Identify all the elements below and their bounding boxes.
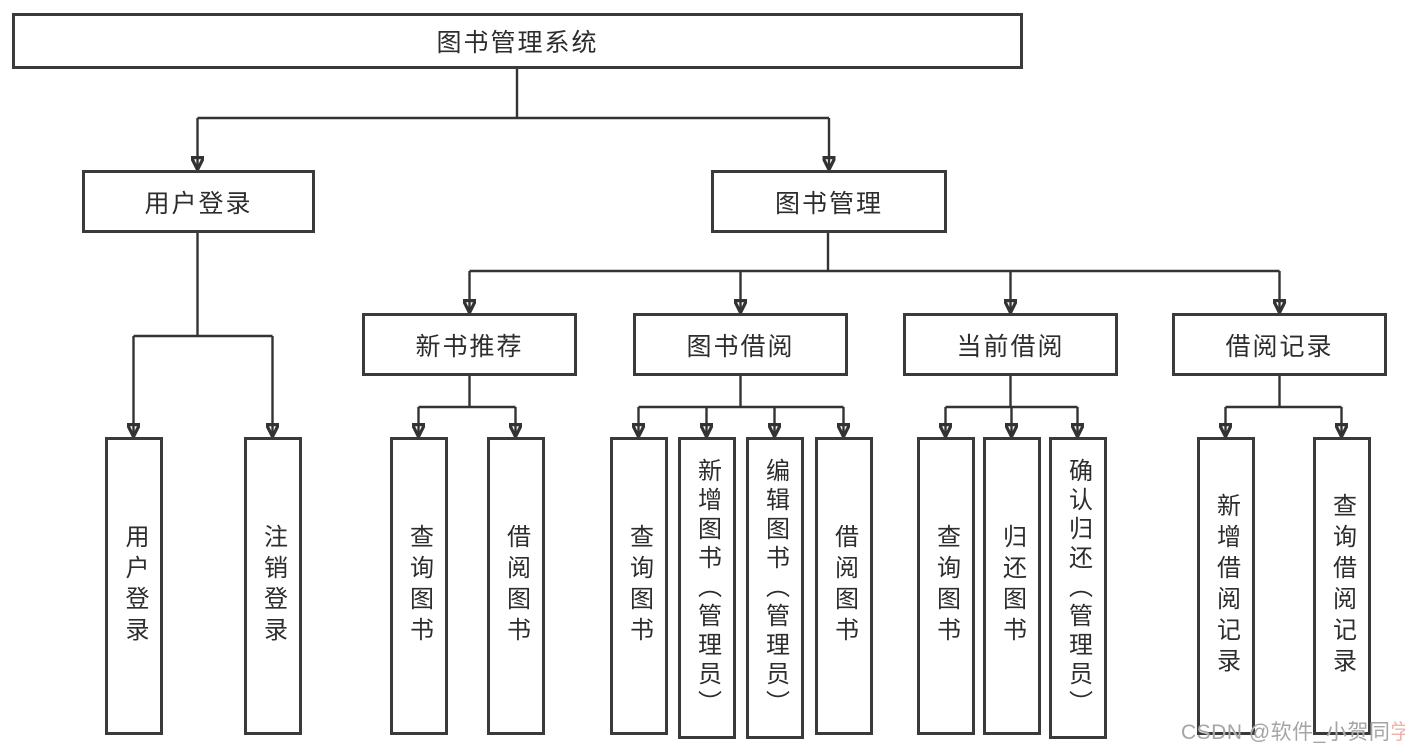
leaf-query-borrow-record: 查询借阅记录 bbox=[1312, 437, 1371, 735]
leaf-label: 查询图书 bbox=[405, 524, 433, 648]
node-label: 图书管理 bbox=[774, 189, 883, 218]
node-borrowing-records: 借阅记录 bbox=[1172, 313, 1387, 376]
node-new-book-recommendation: 新书推荐 bbox=[362, 313, 577, 376]
node-label: 用户登录 bbox=[144, 189, 253, 218]
leaf-logout: 注销登录 bbox=[243, 437, 302, 735]
leaf-return-books: 归还图书 bbox=[982, 437, 1041, 735]
leaf-label: 借阅图书 bbox=[830, 524, 858, 648]
leaf-label: 归还图书 bbox=[998, 524, 1026, 648]
leaf-label: 确认归还（管理员） bbox=[1064, 457, 1092, 719]
leaf-label: 新增借阅记录 bbox=[1212, 493, 1240, 679]
leaf-label: 查询图书 bbox=[625, 524, 653, 648]
node-label: 借阅记录 bbox=[1225, 332, 1334, 361]
leaf-confirm-return-admin: 确认归还（管理员） bbox=[1048, 437, 1107, 739]
leaf-add-books-admin: 新增图书（管理员） bbox=[677, 437, 736, 739]
node-book-borrowing: 图书借阅 bbox=[633, 313, 848, 376]
leaf-add-borrow-record: 新增借阅记录 bbox=[1196, 437, 1255, 735]
leaf-user-login: 用户登录 bbox=[105, 437, 163, 735]
leaf-label: 查询图书 bbox=[932, 524, 960, 648]
leaf-query-books-borrowing: 查询图书 bbox=[609, 437, 668, 735]
leaf-label: 编辑图书（管理员） bbox=[761, 457, 789, 719]
node-label: 新书推荐 bbox=[415, 332, 524, 361]
leaf-label: 用户登录 bbox=[121, 524, 148, 648]
node-book-management: 图书管理 bbox=[711, 170, 947, 233]
node-library-management-system: 图书管理系统 bbox=[12, 13, 1023, 69]
node-current-borrowing: 当前借阅 bbox=[903, 313, 1118, 376]
node-label: 当前借阅 bbox=[956, 332, 1065, 361]
watermark-text: CSDN @软件_小贺同 bbox=[1181, 721, 1391, 744]
leaf-label: 查询借阅记录 bbox=[1328, 493, 1356, 679]
leaf-query-books-current: 查询图书 bbox=[916, 437, 975, 735]
leaf-label: 借阅图书 bbox=[502, 524, 530, 648]
leaf-query-books-recommend: 查询图书 bbox=[389, 437, 448, 735]
leaf-borrow-books-borrowing: 借阅图书 bbox=[814, 437, 873, 735]
node-label: 图书借阅 bbox=[686, 332, 795, 361]
watermark-accent: 学 bbox=[1390, 721, 1405, 744]
leaf-label: 新增图书（管理员） bbox=[693, 457, 721, 719]
leaf-borrow-books-recommend: 借阅图书 bbox=[486, 437, 545, 735]
node-label: 图书管理系统 bbox=[436, 29, 599, 57]
csdn-watermark: CSDN @软件_小贺同学 bbox=[1181, 716, 1405, 746]
leaf-label: 注销登录 bbox=[259, 524, 287, 648]
leaf-edit-books-admin: 编辑图书（管理员） bbox=[745, 437, 804, 739]
node-user-login: 用户登录 bbox=[82, 170, 315, 233]
